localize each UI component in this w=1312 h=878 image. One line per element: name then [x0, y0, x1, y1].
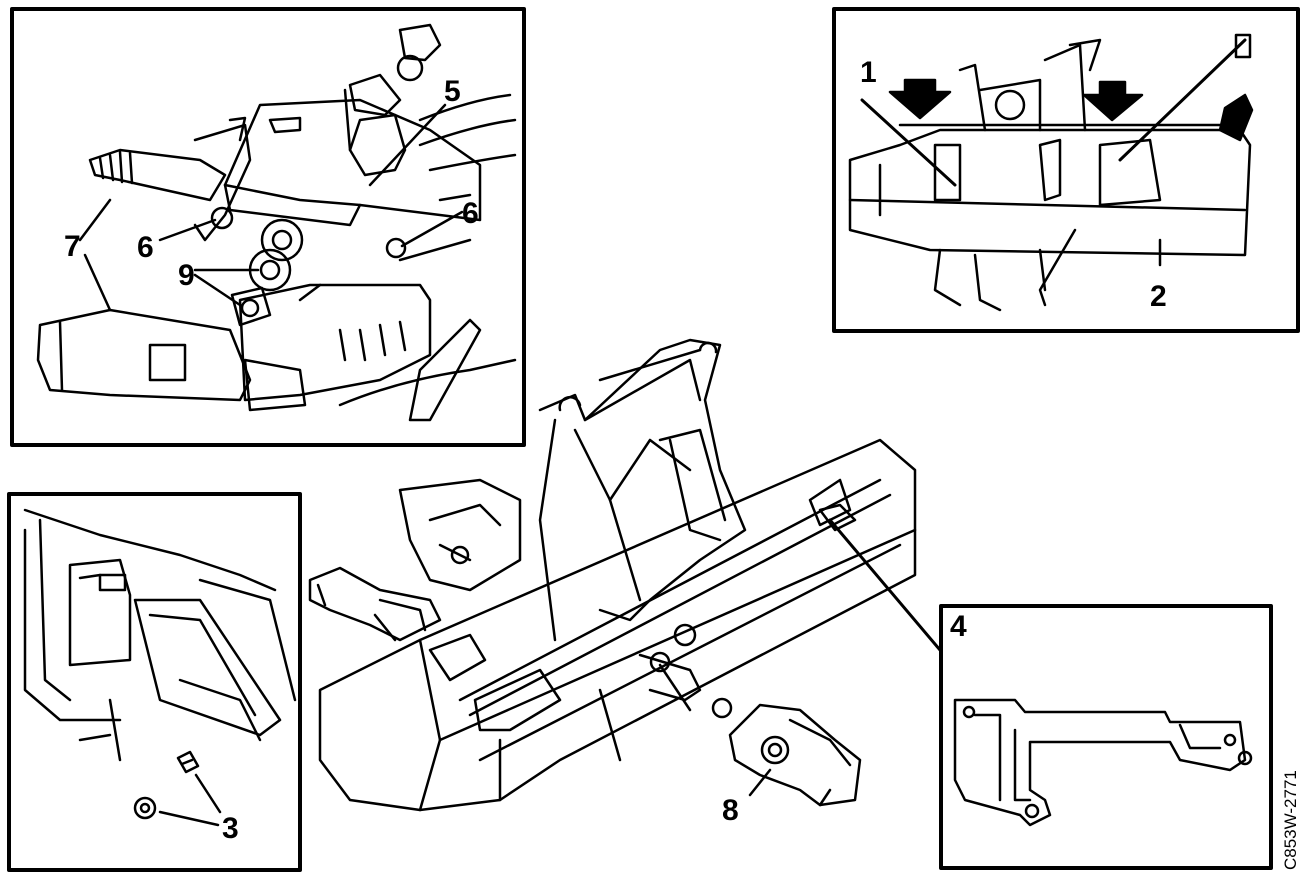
callout-7: 7	[64, 230, 81, 263]
callout-2: 2	[1150, 280, 1167, 313]
main-steering-column-assembly	[308, 338, 942, 812]
callout-3: 3	[222, 812, 239, 845]
callout-8: 8	[722, 794, 739, 827]
inset-top-left-frame	[10, 7, 526, 447]
inset-bottom-left-detail	[23, 508, 297, 827]
callout-6-left: 6	[137, 231, 154, 264]
callout-1: 1	[860, 56, 877, 89]
callout-9: 9	[178, 259, 195, 292]
inset-top-right-frame	[832, 7, 1300, 333]
inset-top-right-detail	[848, 33, 1252, 312]
figure-code: C853W-2771	[1281, 770, 1300, 870]
universal-joint-part-8	[711, 697, 862, 807]
inset-bottom-left-frame	[7, 492, 302, 872]
inset-bottom-right-frame	[939, 604, 1273, 870]
inset-top-left-detail	[36, 23, 517, 422]
inset-bottom-right-detail	[953, 698, 1253, 827]
callout-5: 5	[444, 75, 461, 108]
arrow-markers	[888, 78, 1254, 142]
callout-4: 4	[950, 610, 967, 643]
callout-6-right: 6	[462, 197, 479, 230]
